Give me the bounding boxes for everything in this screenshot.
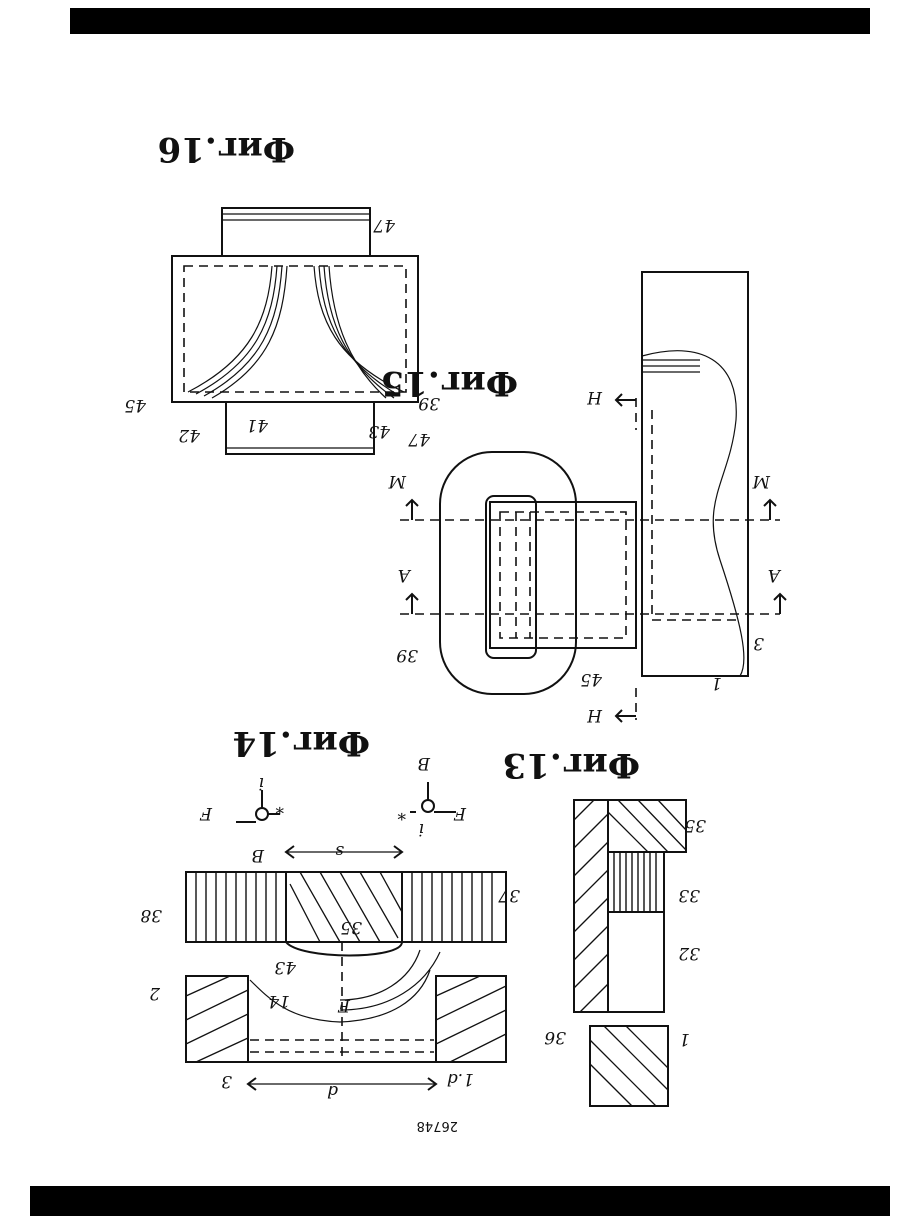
svg-text:3: 3 xyxy=(221,1071,232,1091)
svg-text:s: s xyxy=(335,841,344,861)
svg-text:1: 1 xyxy=(679,1029,690,1049)
fig16-inner-dashed xyxy=(184,266,406,392)
svg-text:42: 42 xyxy=(178,425,201,445)
svg-text:32: 32 xyxy=(678,943,700,963)
fig16-title: Фиг.16 xyxy=(158,129,295,169)
svg-text:33: 33 xyxy=(678,885,700,905)
svg-text:M: M xyxy=(388,471,407,491)
figure-13: Фиг.13 35 33 32 36 xyxy=(503,745,706,1106)
svg-text:H: H xyxy=(586,705,603,725)
svg-text:F: F xyxy=(337,995,351,1015)
bottom-scan-bar xyxy=(30,1186,890,1216)
svg-text:F: F xyxy=(199,803,213,823)
page-number: 26748 xyxy=(417,1118,458,1133)
svg-text:d: d xyxy=(327,1081,338,1101)
svg-text:36: 36 xyxy=(544,1027,566,1047)
svg-text:43: 43 xyxy=(368,421,391,441)
svg-text:*: * xyxy=(275,797,284,817)
fig15-strip xyxy=(642,272,748,676)
svg-text:35: 35 xyxy=(684,815,706,835)
top-scan-bar xyxy=(70,8,870,34)
svg-text:37: 37 xyxy=(498,885,520,905)
svg-text:M: M xyxy=(752,471,771,491)
figure-14: Фиг.14 xyxy=(140,723,520,1101)
figure-16: Фиг.16 47 45 41 42 43 39 xyxy=(124,129,440,454)
svg-text:35: 35 xyxy=(340,917,362,937)
fig16-coil-left xyxy=(188,266,287,398)
svg-text:i: i xyxy=(419,819,424,839)
fig14-title: Фиг.14 xyxy=(233,723,370,763)
fig13-block-1 xyxy=(590,1026,668,1106)
svg-text:45: 45 xyxy=(124,395,147,415)
svg-text:A: A xyxy=(768,565,782,585)
svg-text:38: 38 xyxy=(140,905,162,925)
svg-text:F: F xyxy=(453,803,467,823)
figure-15: Фиг.15 47 39 45 1 3 M M A A H H xyxy=(381,272,786,725)
svg-text:14: 14 xyxy=(268,991,290,1011)
svg-text:B: B xyxy=(418,753,432,773)
svg-text:A: A xyxy=(398,565,412,585)
svg-text:45: 45 xyxy=(580,669,603,689)
fig13-title: Фиг.13 xyxy=(503,745,640,785)
svg-text:*: * xyxy=(397,803,406,823)
fig16-top-tab xyxy=(222,208,370,256)
svg-text:47: 47 xyxy=(408,429,431,449)
fig15-wave-edge xyxy=(642,351,744,676)
fig13-block-35 xyxy=(608,800,686,852)
svg-text:41: 41 xyxy=(246,415,269,435)
svg-text:39: 39 xyxy=(396,645,418,665)
svg-text:3: 3 xyxy=(753,633,764,653)
fig15-title: Фиг.15 xyxy=(381,363,518,403)
svg-text:2: 2 xyxy=(149,983,161,1003)
svg-text:H: H xyxy=(586,387,603,407)
svg-text:1.d: 1.d xyxy=(447,1069,474,1089)
svg-text:43: 43 xyxy=(274,957,297,977)
svg-text:B: B xyxy=(252,845,266,865)
svg-text:47: 47 xyxy=(373,215,396,235)
svg-text:i: i xyxy=(259,773,264,793)
fig13-block-32 xyxy=(608,912,664,1012)
svg-text:1: 1 xyxy=(711,673,722,693)
fig15-core xyxy=(490,502,636,648)
